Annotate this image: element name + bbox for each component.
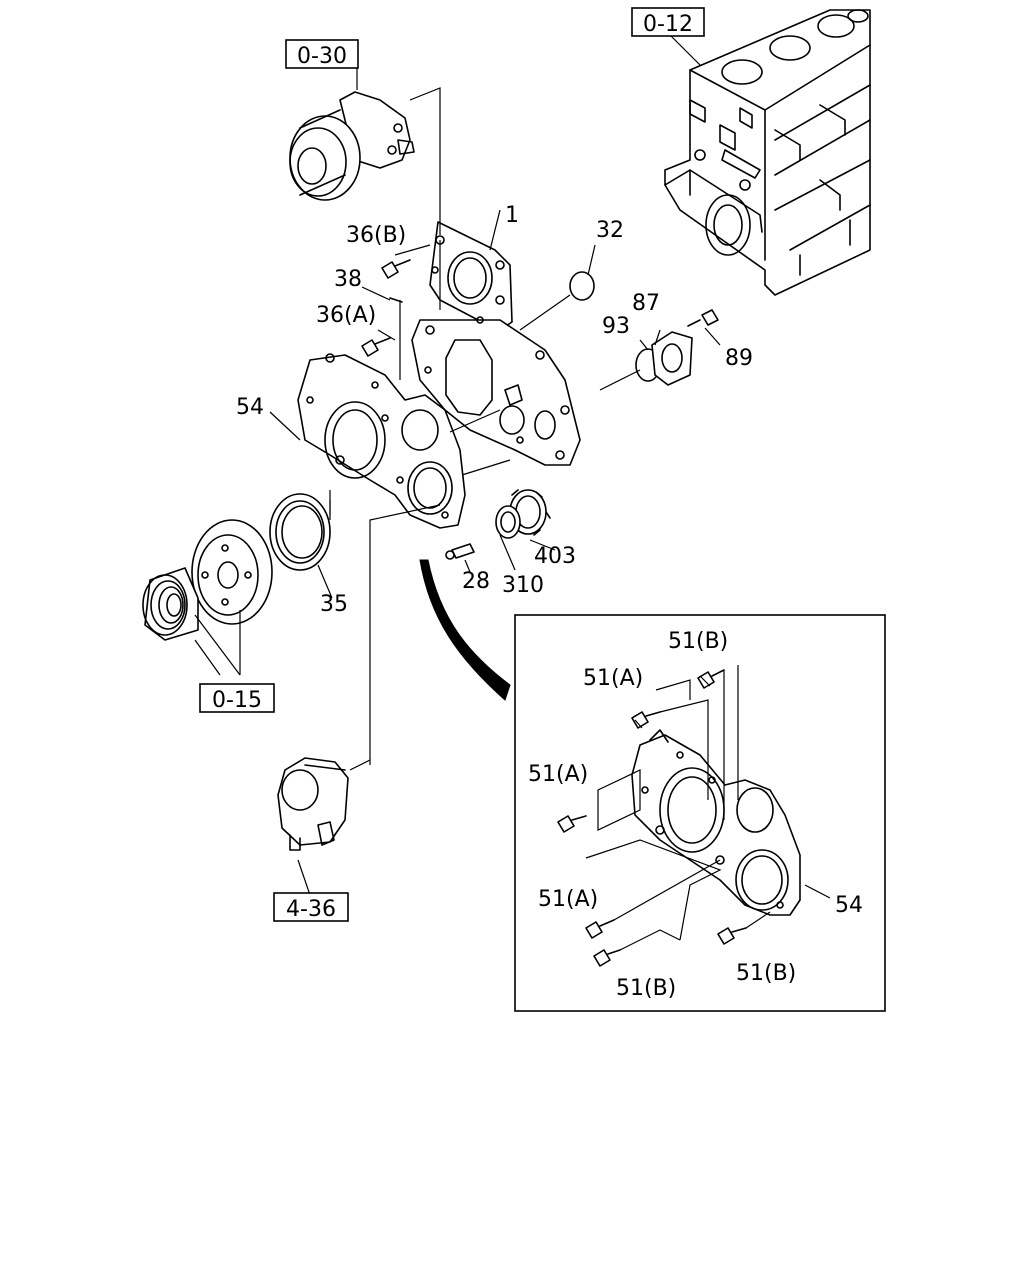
power-steering-pump <box>277 757 349 851</box>
ref-box-0-12[interactable]: 0-12 <box>631 7 705 37</box>
leader-lines <box>194 34 721 896</box>
engine-block <box>664 9 871 296</box>
gear-case-gasket <box>429 221 513 331</box>
detail-arrow <box>419 559 511 701</box>
part-label-35: 35 <box>320 592 348 617</box>
small-fasteners <box>361 259 719 386</box>
oil-seal <box>269 493 331 571</box>
detail-label-51b-bl: 51(B) <box>616 976 676 1001</box>
ref-box-0-30[interactable]: 0-30 <box>285 39 359 69</box>
part-label-403: 403 <box>534 544 576 569</box>
detail-label-51a-top: 51(A) <box>583 666 643 691</box>
detail-bolt-51a-low <box>585 919 615 939</box>
part-label-36b: 36(B) <box>346 223 406 248</box>
part-label-36a: 36(A) <box>316 303 376 328</box>
detail-bolt-51b-br <box>717 927 747 945</box>
ref-label: 4-36 <box>286 897 336 922</box>
detail-bolt-51b-top <box>697 669 725 689</box>
detail-label-54: 54 <box>835 893 863 918</box>
detail-label-51b-top: 51(B) <box>668 629 728 654</box>
detail-bolt-51b-bl <box>593 949 621 967</box>
part-label-87: 87 <box>632 291 660 316</box>
detail-inset: 51(B) 51(A) 51(A) 51(A) 51(B) 51(B) 54 <box>514 614 886 1012</box>
part-label-54: 54 <box>236 395 264 420</box>
timing-gear-case <box>411 316 581 466</box>
detail-bolt-51a-mid <box>557 815 587 833</box>
front-cover-plate <box>297 353 466 529</box>
ref-label: 0-30 <box>297 44 347 69</box>
part-label-32: 32 <box>596 218 624 243</box>
part-label-310: 310 <box>502 573 544 598</box>
crankshaft-pulley <box>142 519 273 641</box>
ref-label: 0-15 <box>212 688 262 713</box>
cam-gear <box>445 489 551 560</box>
ref-label: 0-12 <box>643 12 693 37</box>
fan-pulley-assembly <box>289 91 415 201</box>
detail-label-51a-low: 51(A) <box>538 887 598 912</box>
detail-bolt-51a-top <box>631 711 661 729</box>
part-label-93: 93 <box>602 314 630 339</box>
part-label-89: 89 <box>725 346 753 371</box>
ref-box-4-36[interactable]: 4-36 <box>273 892 349 922</box>
part-label-38: 38 <box>334 267 362 292</box>
detail-label-51b-br: 51(B) <box>736 961 796 986</box>
part-label-28: 28 <box>462 569 490 594</box>
detail-label-51a-mid: 51(A) <box>528 762 588 787</box>
part-label-1: 1 <box>505 203 519 228</box>
ref-box-0-15[interactable]: 0-15 <box>199 683 275 713</box>
